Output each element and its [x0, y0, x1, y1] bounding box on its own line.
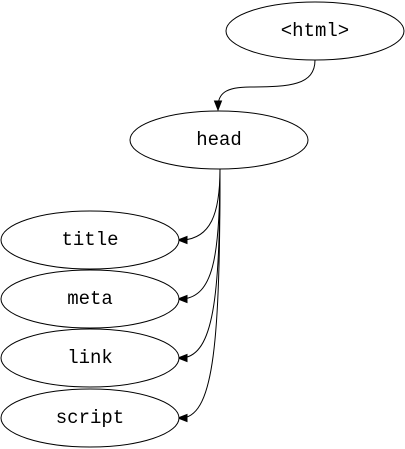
- edge-head-link: [182, 168, 221, 359]
- edges: [176, 59, 316, 423]
- node-link: link: [0, 328, 180, 388]
- node-label-title: title: [61, 229, 118, 251]
- node-title: title: [0, 210, 180, 270]
- node-html: <html>: [225, 1, 405, 61]
- arrowhead-title: [176, 235, 188, 245]
- node-label-html: <html>: [281, 20, 349, 42]
- edge-head-title: [182, 168, 221, 241]
- node-script: script: [0, 388, 180, 448]
- node-label-link: link: [67, 347, 113, 369]
- node-label-meta: meta: [67, 288, 113, 310]
- arrowhead-head: [213, 100, 223, 112]
- arrowhead-meta: [176, 294, 188, 304]
- arrowhead-script: [176, 413, 188, 423]
- node-label-head: head: [196, 129, 242, 151]
- node-head: head: [129, 110, 309, 170]
- edge-head-script: [182, 168, 221, 419]
- node-label-script: script: [56, 407, 124, 429]
- node-meta: meta: [0, 269, 180, 329]
- arrowhead-link: [176, 353, 188, 363]
- edge-html-head: [217, 59, 316, 108]
